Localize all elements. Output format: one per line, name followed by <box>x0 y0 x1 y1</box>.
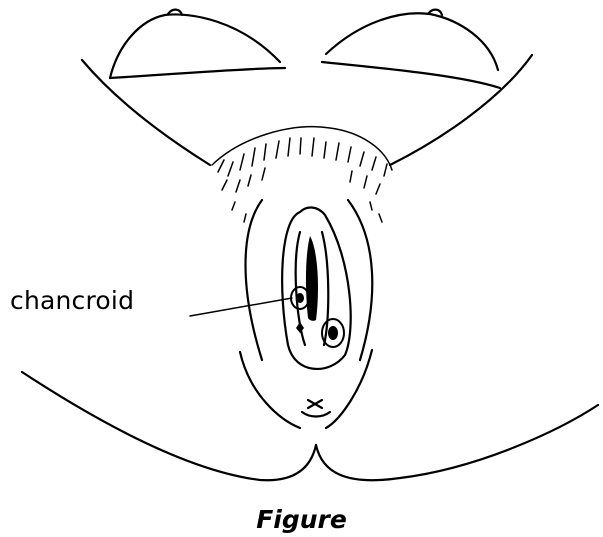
vulva-outer-right <box>348 200 372 360</box>
right-knee-outline <box>326 13 498 70</box>
right-buttock-inner <box>326 350 372 428</box>
right-buttock <box>316 405 598 480</box>
vaginal-opening <box>306 236 318 321</box>
vulva-outer-left <box>246 200 263 360</box>
label-leader-line <box>190 298 292 316</box>
left-buttock-inner <box>240 352 300 428</box>
pubic-hair-hatching <box>212 127 392 222</box>
right-knee-crease <box>322 62 500 88</box>
left-buttock <box>22 372 316 480</box>
anus-mark <box>302 400 330 417</box>
left-knee-crease <box>110 68 285 78</box>
chancroid-label: chancroid <box>10 286 134 315</box>
figure-caption: Figure <box>0 505 603 534</box>
